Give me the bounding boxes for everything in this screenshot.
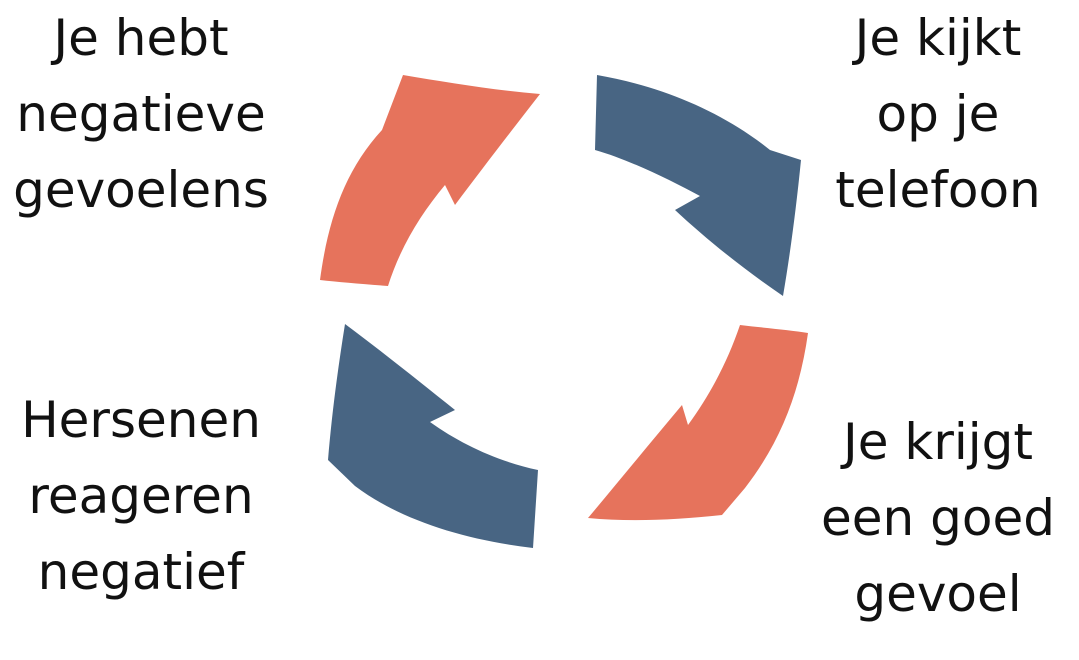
label-line: negatieve <box>16 85 266 143</box>
label-line: Je hebt <box>53 9 229 67</box>
label-good-feeling: Je krijgt een goed gevoel <box>800 404 1076 632</box>
label-line: Hersenen <box>21 391 261 449</box>
label-brain-reacts-negative: Hersenen reageren negatief <box>0 382 282 610</box>
arrow-bottom-left <box>328 324 538 548</box>
arrow-top-right <box>595 75 801 296</box>
label-line: negatief <box>37 543 245 601</box>
label-line: telefoon <box>835 161 1041 219</box>
label-line: Je kijkt <box>854 9 1022 67</box>
label-line: gevoel <box>854 565 1022 623</box>
label-line: Je krijgt <box>842 413 1034 471</box>
arrow-top-left <box>320 75 540 286</box>
label-line: reageren <box>28 467 254 525</box>
arrow-bottom-right <box>588 325 808 521</box>
label-negative-feelings: Je hebt negatieve gevoelens <box>0 0 282 228</box>
label-line: gevoelens <box>13 161 269 219</box>
label-line: op je <box>876 85 1000 143</box>
label-line: een goed <box>821 489 1055 547</box>
label-look-at-phone: Je kijkt op je telefoon <box>818 0 1058 228</box>
